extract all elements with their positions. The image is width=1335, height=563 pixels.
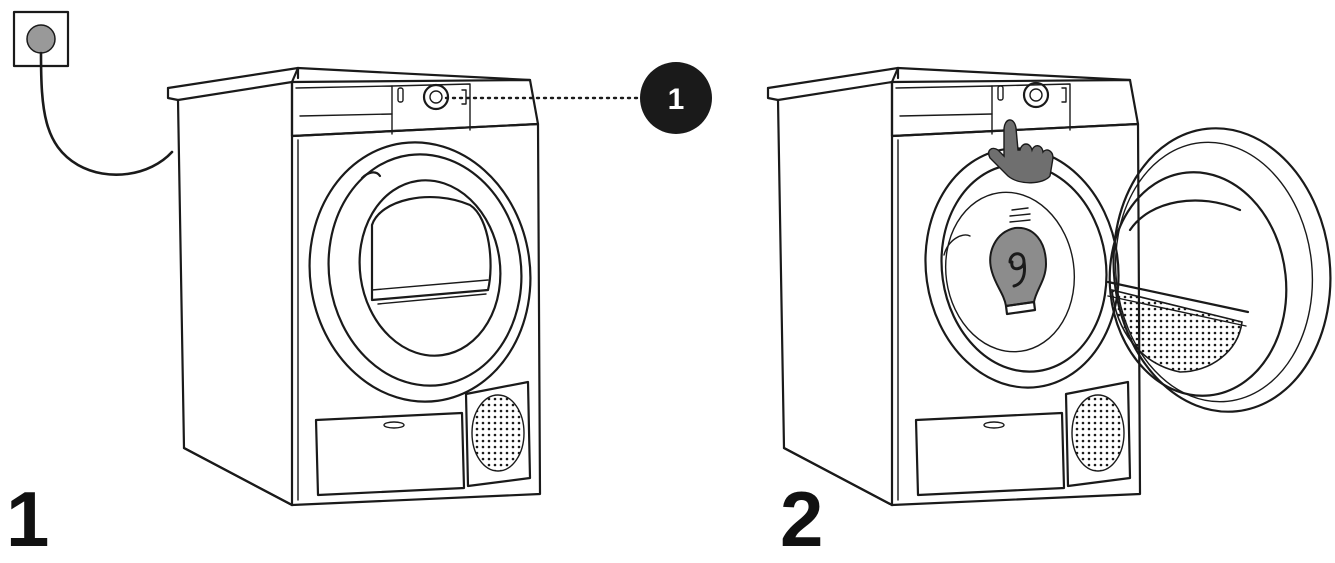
- power-button-icon: [422, 83, 450, 111]
- dryer-2: [766, 66, 1142, 507]
- callout-label: 1: [668, 83, 685, 116]
- dryer-1: [166, 66, 542, 507]
- step-number-1: 1: [6, 475, 50, 563]
- lamp-bulb-icon: [989, 207, 1048, 316]
- step-2-illustration: [766, 66, 1332, 507]
- step-1-illustration: 1: [12, 10, 712, 507]
- power-cord: [39, 51, 174, 176]
- open-door: [1106, 127, 1332, 413]
- callout-1: 1: [444, 62, 712, 134]
- step-number-2: 2: [780, 475, 824, 563]
- finger-press-icon: [988, 119, 1054, 184]
